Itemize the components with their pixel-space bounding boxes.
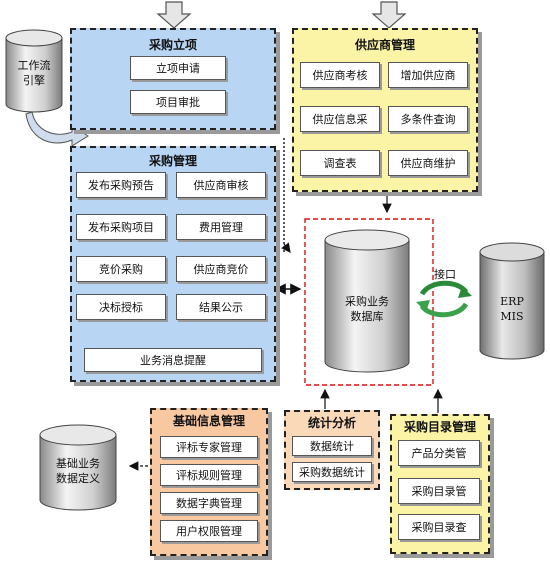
- business-message-box[interactable]: 业务消息提醒: [84, 348, 262, 372]
- project-vertical-arrow: [281, 242, 291, 253]
- input-arrow-top-left: [156, 1, 192, 29]
- erp-line2: MIS: [500, 310, 524, 323]
- erp-cylinder: [479, 242, 545, 360]
- base-info-title: 基础信息管理: [172, 414, 245, 428]
- project-apply-box[interactable]: 立项申请: [130, 56, 226, 80]
- interface-label: 接口: [434, 268, 456, 281]
- supplier-assess-box[interactable]: 供应商考核: [300, 62, 380, 88]
- database-label: 采购业务 数据库: [325, 294, 409, 324]
- erp-line1: ERP: [500, 295, 524, 308]
- expert-mgmt-box[interactable]: 评标专家管理: [160, 436, 258, 458]
- database-line2: 数据库: [350, 310, 384, 323]
- catalog-mgmt-box[interactable]: 采购目录管: [398, 478, 480, 504]
- award-box[interactable]: 决标授标: [76, 294, 166, 320]
- publish-preview-box[interactable]: 发布采购预告: [76, 172, 166, 198]
- catalog-title: 采购目录管理: [403, 420, 476, 434]
- sync-arrows-icon: [416, 280, 472, 318]
- stats-panel: 统计分析 数据统计 采购数据统计: [284, 410, 380, 490]
- database-line1: 采购业务: [345, 295, 389, 308]
- supplier-add-box[interactable]: 增加供应商: [388, 62, 468, 88]
- workflow-engine-label: 工作流 引擎: [6, 58, 62, 88]
- project-approve-box[interactable]: 项目审批: [130, 90, 226, 114]
- supplier-bid-box[interactable]: 供应商竞价: [176, 256, 266, 282]
- base-info-panel: 基础信息管理 评标专家管理 评标规则管理 数据字典管理 用户权限管理: [150, 408, 268, 556]
- supplier-review-box[interactable]: 供应商审核: [176, 172, 266, 198]
- supplier-mgmt-title: 供应商管理: [354, 38, 415, 52]
- rule-mgmt-box[interactable]: 评标规则管理: [160, 464, 258, 486]
- publish-project-box[interactable]: 发布采购项目: [76, 214, 166, 240]
- workflow-engine-line2: 引擎: [23, 74, 45, 87]
- erp-label: ERP MIS: [480, 294, 544, 324]
- bid-purchase-box[interactable]: 竞价采购: [76, 256, 166, 282]
- purchase-stats-box[interactable]: 采购数据统计: [292, 462, 372, 482]
- data-stats-box[interactable]: 数据统计: [292, 436, 372, 456]
- supplier-info-box[interactable]: 供应信息采: [300, 106, 380, 132]
- input-arrow-top-right: [371, 1, 407, 29]
- base-data-def-cylinder: [39, 424, 117, 511]
- catalog-query-box[interactable]: 采购目录查: [398, 514, 480, 540]
- base-data-def-label: 基础业务 数据定义: [40, 456, 116, 486]
- database-region: [304, 218, 434, 386]
- project-setup-title: 采购立项: [148, 38, 197, 52]
- dictionary-mgmt-box[interactable]: 数据字典管理: [160, 492, 258, 514]
- catalog-panel: 采购目录管理 产品分类管 采购目录管 采购目录查: [390, 414, 490, 554]
- product-class-box[interactable]: 产品分类管: [398, 440, 480, 466]
- supplier-maintain-box[interactable]: 供应商维护: [388, 150, 468, 176]
- stats-title: 统计分析: [307, 416, 356, 430]
- workflow-engine-line1: 工作流: [17, 59, 51, 72]
- result-publish-box[interactable]: 结果公示: [176, 294, 266, 320]
- base-data-def-line1: 基础业务: [56, 457, 100, 470]
- cost-mgmt-box[interactable]: 费用管理: [176, 214, 266, 240]
- purchase-mgmt-title: 采购管理: [148, 154, 197, 168]
- purchase-mgmt-panel: 采购管理 发布采购预告 供应商审核 发布采购项目 费用管理 竞价采购 供应商竞价…: [70, 146, 276, 382]
- survey-box[interactable]: 调查表: [300, 150, 380, 176]
- project-setup-panel: 采购立项 立项申请 项目审批: [70, 28, 276, 130]
- base-data-def-line2: 数据定义: [56, 472, 100, 485]
- supplier-mgmt-panel: 供应商管理 供应商考核 增加供应商 供应信息采 多条件查询 调查表 供应商维护: [292, 28, 478, 192]
- supplier-query-box[interactable]: 多条件查询: [388, 106, 468, 132]
- permission-mgmt-box[interactable]: 用户权限管理: [160, 520, 258, 542]
- database-cylinder: [324, 229, 410, 373]
- workflow-engine-cylinder: [5, 29, 63, 113]
